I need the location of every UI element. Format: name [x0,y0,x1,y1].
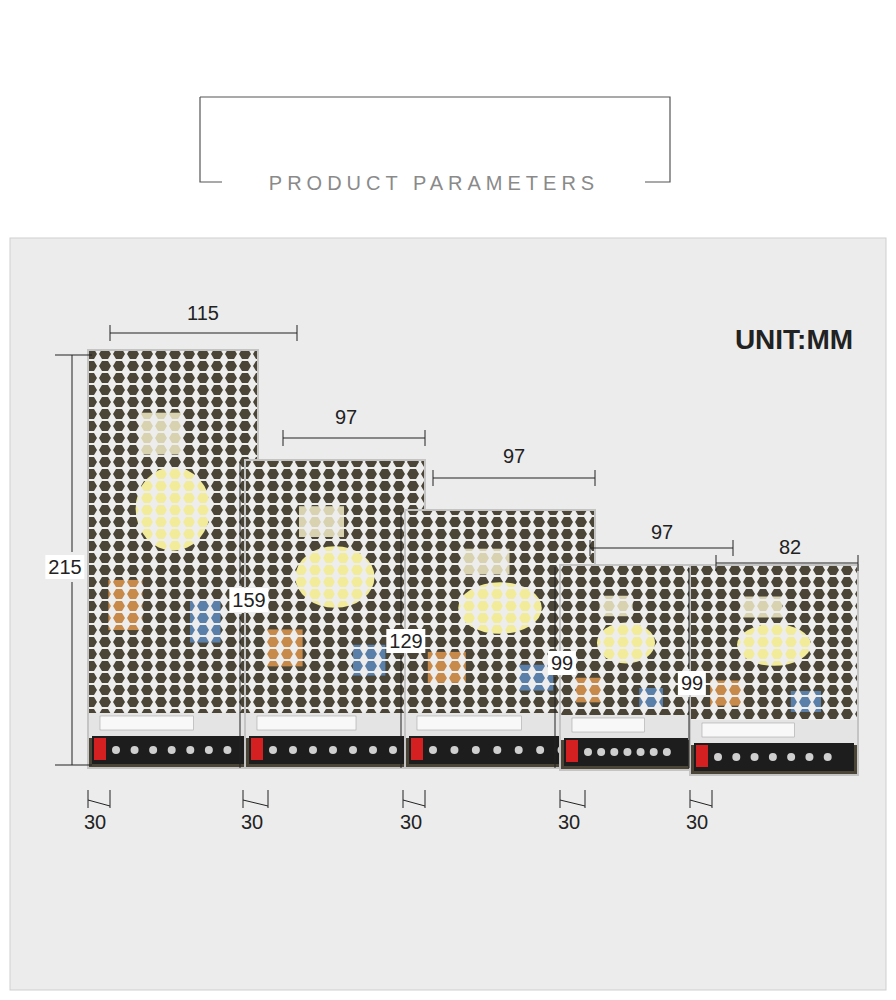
dimension-line [733,540,734,556]
dimension-line [243,790,244,808]
dimension-width: 115 [184,301,222,325]
dimension-line [858,555,859,571]
dimension-depth: 30 [238,810,266,834]
power-supply-unit [690,565,858,775]
dimension-line [268,790,269,808]
dimension-line [403,800,425,806]
dimension-line [555,567,556,649]
dimension-line [560,790,561,808]
dimension-height: 215 [45,555,84,579]
dimension-height: 99 [548,651,576,675]
dimension-line [689,568,690,669]
dimension-line [716,555,717,571]
power-supplies [88,350,858,775]
dimension-line [88,800,110,806]
dimension-width: 82 [776,535,804,559]
dimension-line [88,790,89,808]
dimension-line [716,563,858,564]
dimension-line [283,438,425,439]
title-frame [200,97,670,182]
power-supply-unit [560,565,692,770]
dimension-line [403,790,404,808]
power-supply-unit [88,350,258,768]
power-supply-unit [245,460,425,768]
page-title: PRODUCT PARAMETERS [263,172,605,194]
dimension-lines [55,325,858,808]
dimension-line [433,470,434,486]
dimension-line [590,548,733,549]
dimension-width: 97 [648,520,676,544]
dimension-line [712,790,713,808]
dimension-line [690,790,691,808]
unit-note: UNIT:MM [732,324,856,357]
dimension-depth: 30 [683,810,711,834]
panel-ground [10,238,886,990]
dimension-line [55,765,92,766]
dimension-line [110,325,111,341]
dimension-line [555,677,556,768]
dimension-height: 99 [678,671,706,695]
dimension-line [240,462,241,586]
dimension-line [243,800,268,806]
dimension-line [585,790,586,808]
dimension-line [283,430,284,446]
dimension-line [72,582,73,765]
dimension-height: 129 [386,629,425,653]
dimension-width: 97 [500,444,528,468]
dimension-line [55,355,92,356]
dimension-depth: 30 [397,810,425,834]
dimension-line [590,540,591,556]
dimension-depth: 30 [555,810,583,834]
dimension-depth: 30 [81,810,109,834]
dimension-line [690,800,712,806]
dimension-line [425,430,426,446]
dimension-line [110,790,111,808]
dimension-line [401,512,402,627]
dimension-height: 159 [229,588,268,612]
dimension-line [595,470,596,486]
dimension-line [72,355,73,552]
dimension-line [401,655,402,768]
dimension-line [297,325,298,341]
dimension-line [110,333,297,334]
dimension-line [560,800,585,806]
dimension-line [240,614,241,768]
dimension-line [425,790,426,808]
dimension-width: 97 [332,405,360,429]
dimension-line [433,478,595,479]
dimension-line [689,697,690,768]
